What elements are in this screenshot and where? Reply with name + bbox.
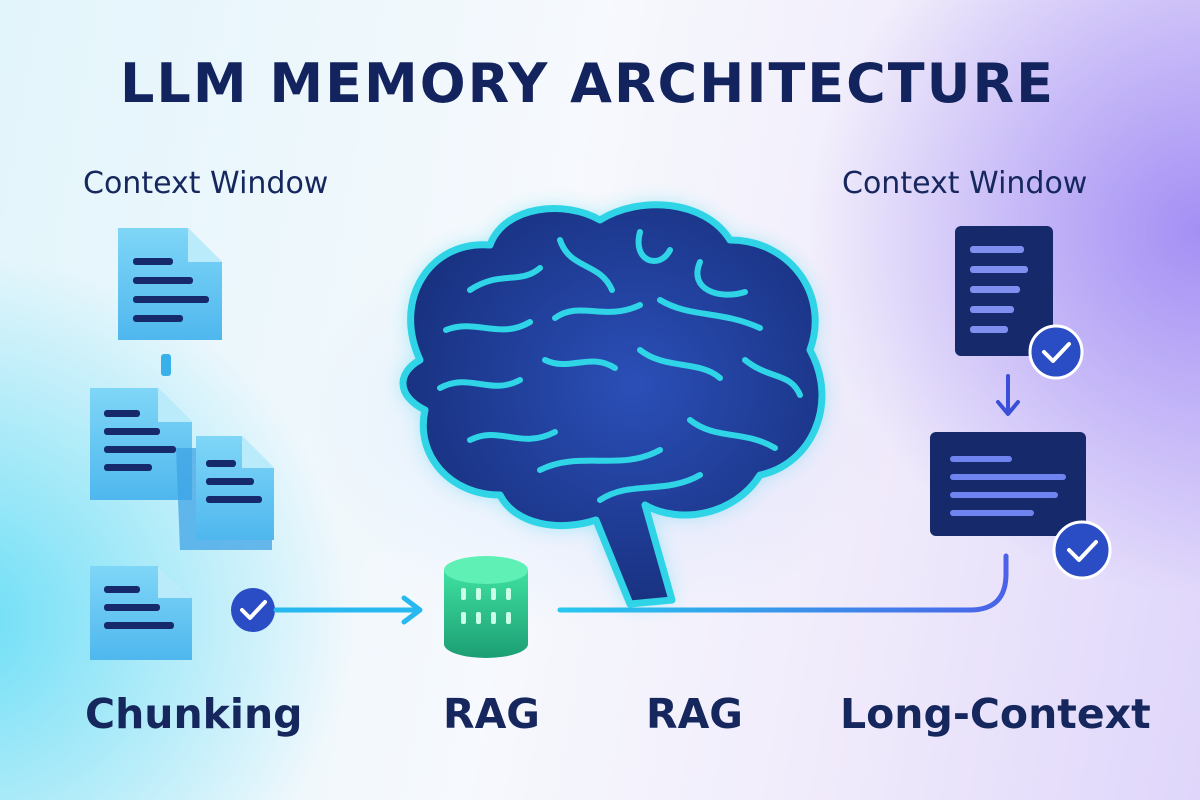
check-badge-icon	[1052, 520, 1112, 580]
connector-line	[161, 354, 171, 376]
chunking-label: Chunking	[85, 690, 303, 738]
document-icon	[90, 388, 192, 500]
left-context-window-label: Context Window	[83, 166, 329, 201]
arrow-down-icon	[996, 374, 1020, 416]
arrow-right-icon	[273, 595, 423, 625]
document-icon	[176, 436, 274, 550]
check-badge-icon	[231, 588, 275, 632]
document-icon	[90, 566, 192, 660]
database-icon	[444, 556, 528, 658]
document-icon	[118, 228, 222, 340]
long-context-label: Long-Context	[840, 690, 1151, 738]
check-badge-icon	[1028, 324, 1084, 380]
diagram-title: LLM MEMORY ARCHITECTURE	[120, 52, 1055, 115]
document-icon	[955, 226, 1053, 356]
connector-line	[557, 553, 1009, 613]
brain-icon	[399, 201, 826, 608]
rag-label-left: RAG	[443, 690, 540, 738]
rag-label-right: RAG	[646, 690, 743, 738]
right-context-window-label: Context Window	[842, 166, 1088, 201]
document-icon	[930, 432, 1086, 536]
